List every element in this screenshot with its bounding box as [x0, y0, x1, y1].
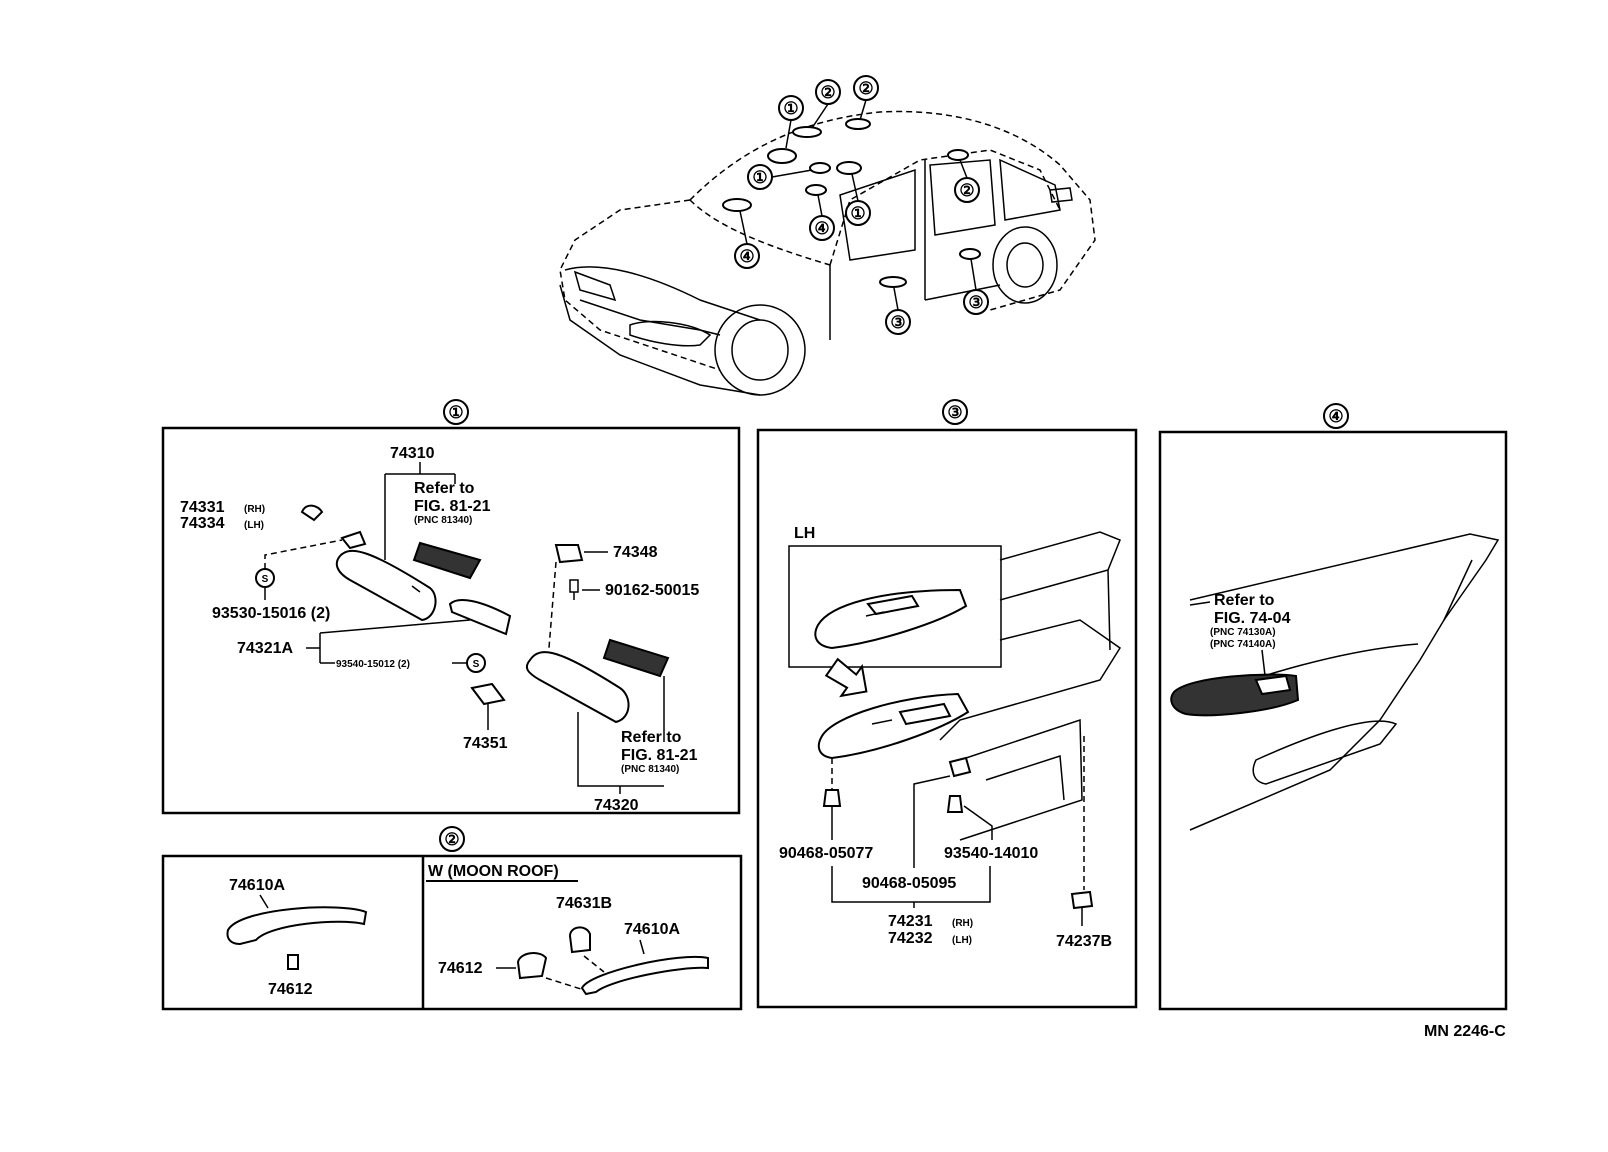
switch-base-main	[817, 692, 970, 760]
arrow-indicator	[824, 657, 868, 698]
refer-to-label-2: Refer to	[621, 729, 682, 746]
screw-93540-14010	[946, 795, 964, 813]
moon-roof-label: W (MOON ROOF)	[428, 863, 559, 880]
car-callout-3b: ③	[885, 287, 911, 335]
label-74231: 74231	[888, 913, 933, 930]
refer-to-label: Refer to	[414, 480, 475, 497]
label-74348: 74348	[613, 544, 658, 561]
label-74612-moonroof: 74612	[438, 960, 483, 977]
label-74310: 74310	[390, 445, 435, 462]
clip-74237B	[1070, 890, 1094, 910]
car-callout-4a: ④	[809, 194, 835, 241]
cap-74612-moonroof	[516, 952, 548, 980]
section-3-door-armrest: ③ LH 90468-05077 93540-14010 90468-05095	[756, 399, 1138, 1009]
svg-text:③: ③	[890, 313, 905, 332]
lh-inset-box	[788, 545, 1002, 668]
lh-inset-label: LH	[794, 525, 815, 542]
fig-ref-label-4: FIG. 74-04	[1214, 610, 1291, 627]
pnc-ref-label-4b: (PNC 74140A)	[1210, 639, 1276, 650]
map-lamp-part	[412, 541, 482, 580]
clip-90468-05077	[822, 789, 842, 807]
screw-symbol: S	[262, 574, 269, 585]
visor-holder-74348	[554, 544, 584, 564]
drawing-code: MN 2246-C	[1424, 1023, 1506, 1040]
svg-text:①: ①	[850, 204, 865, 223]
fig-ref-label-2: FIG. 81-21	[621, 747, 698, 764]
map-lamp-part-2	[602, 638, 670, 678]
label-90468-05077: 90468-05077	[779, 845, 873, 862]
section-4-rear-door-armrest: ④ Refer to FIG. 74-04 (PNC 74130A) (PNC …	[1158, 403, 1508, 1011]
label-rh-3: (RH)	[952, 918, 973, 929]
car-callout-1c: ①	[845, 173, 871, 226]
label-93530: 93530-15016 (2)	[212, 605, 330, 622]
right-sun-visor	[525, 651, 630, 724]
label-74331: 74331	[180, 499, 225, 516]
car-callout-1a: ①	[778, 95, 804, 149]
svg-text:①: ①	[752, 168, 767, 187]
svg-text:③: ③	[968, 293, 983, 312]
section-3-frame	[756, 428, 1138, 1009]
assist-grip-left	[226, 906, 368, 946]
grip-cover-74631B	[568, 926, 591, 954]
label-93540-15012: 93540-15012 (2)	[336, 659, 410, 670]
car-callout-2b: ②	[853, 75, 879, 121]
pnc-ref-label-2: (PNC 81340)	[621, 764, 679, 775]
label-74351: 74351	[463, 735, 508, 752]
label-lh: (LH)	[244, 520, 264, 531]
label-74631B: 74631B	[556, 895, 612, 912]
svg-text:②: ②	[858, 79, 873, 98]
label-74610A: 74610A	[229, 877, 285, 894]
car-callout-2a: ②	[811, 79, 841, 129]
left-sun-visor	[335, 549, 437, 622]
label-74237B: 74237B	[1056, 933, 1112, 950]
fig-ref-label: FIG. 81-21	[414, 498, 491, 515]
label-90162: 90162-50015	[605, 582, 699, 599]
clip-74351	[470, 682, 506, 706]
label-74321A: 74321A	[237, 640, 293, 657]
car-illustration: ① ② ② ① ④ ① ② ④	[559, 75, 1096, 396]
section-2-assist-grip: ② 74610A 74612 W (MOON ROOF) 74631B 7461…	[161, 826, 743, 1011]
section-2-frame	[161, 854, 743, 1011]
section-2-marker: ②	[444, 830, 459, 849]
refer-to-label-4: Refer to	[1214, 592, 1275, 609]
label-lh-3: (LH)	[952, 935, 972, 946]
car-callout-3a: ④	[734, 210, 760, 269]
svg-text:①: ①	[783, 99, 798, 118]
svg-text:④: ④	[814, 219, 829, 238]
label-74320: 74320	[594, 797, 639, 814]
visor-holder-part	[300, 504, 324, 522]
cap-74612-left	[287, 954, 299, 970]
label-74612-left: 74612	[268, 981, 313, 998]
section-1-sun-visor: ① 74310 Refer to FIG. 81-21 (PNC 81340) …	[161, 399, 741, 815]
section-1-marker: ①	[448, 403, 463, 422]
assist-grip-moonroof	[580, 956, 709, 996]
svg-text:②: ②	[820, 83, 835, 102]
section-4-frame	[1158, 430, 1508, 1011]
label-74610A-moonroof: 74610A	[624, 921, 680, 938]
section-1-frame	[161, 426, 741, 815]
pnc-ref-label: (PNC 81340)	[414, 515, 472, 526]
svg-text:④: ④	[739, 247, 754, 266]
pnc-ref-label-4a: (PNC 74130A)	[1210, 627, 1276, 638]
label-90468-05095: 90468-05095	[862, 875, 956, 892]
car-callout-4b: ③	[963, 258, 989, 315]
car-callout-2c: ②	[954, 159, 980, 203]
section-3-marker: ③	[947, 403, 962, 422]
vanity-mirror	[448, 599, 512, 636]
switch-base-inset	[814, 588, 968, 650]
label-rh: (RH)	[244, 504, 265, 515]
svg-text:②: ②	[959, 181, 974, 200]
label-74232: 74232	[888, 930, 933, 947]
label-93540-14010: 93540-14010	[944, 845, 1038, 862]
section-4-marker: ④	[1328, 407, 1343, 426]
car-callout-1b: ①	[747, 164, 813, 190]
label-74334: 74334	[180, 515, 225, 532]
svg-text:S: S	[473, 659, 480, 670]
clip-upper	[948, 756, 972, 778]
